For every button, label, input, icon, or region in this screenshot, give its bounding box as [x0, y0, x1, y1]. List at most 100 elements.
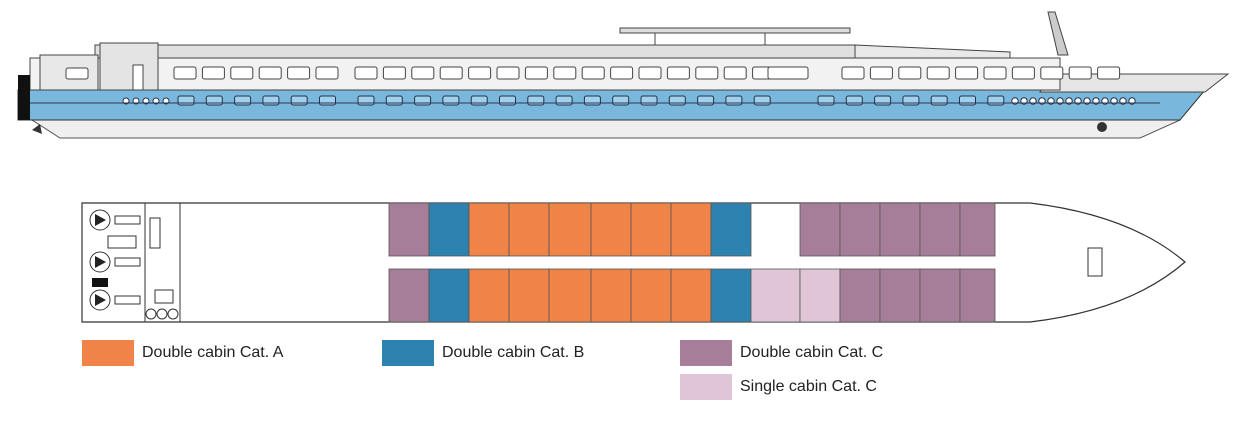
- cabin-window: [612, 95, 630, 106]
- cabin-bottom-1: [388, 268, 430, 323]
- cabin-window: [319, 95, 336, 106]
- deck-plan: [81, 202, 1186, 323]
- cabin-window: [640, 95, 658, 106]
- upper-window: [524, 66, 548, 80]
- cabin-top-14: [919, 202, 961, 257]
- legend-label-double-c: Double cabin Cat. C: [740, 344, 884, 361]
- legend-single-c: Single cabin Cat. C: [680, 374, 877, 400]
- anchor-icon: [1097, 122, 1107, 132]
- spiral-staircase-icon: [1087, 247, 1103, 277]
- upper-window: [411, 66, 435, 80]
- cabin-bottom-15: [959, 268, 996, 323]
- upper-window: [610, 66, 634, 80]
- cabin-window: [930, 95, 948, 106]
- cabin-window: [753, 95, 771, 106]
- upper-window: [581, 66, 605, 80]
- cabin-top-12: [839, 202, 881, 257]
- upper-window: [638, 66, 662, 80]
- side-windows: [173, 66, 1121, 80]
- upper-window: [230, 66, 254, 80]
- legend-swatch-double-c: [680, 340, 732, 366]
- cabin-window: [555, 95, 573, 106]
- upper-window: [287, 66, 311, 80]
- upper-window: [695, 66, 719, 80]
- cabin-window: [234, 95, 252, 106]
- cabin-top-15: [959, 202, 996, 257]
- hull-lower: [30, 119, 1181, 139]
- cabin-bottom-10: [750, 268, 801, 323]
- cabin-top-4: [508, 202, 550, 257]
- cabin-window: [583, 95, 601, 106]
- upper-window: [841, 66, 865, 80]
- cabins: [388, 202, 996, 323]
- cabin-top-7: [630, 202, 672, 257]
- cabin-window: [290, 95, 308, 106]
- upper-window: [955, 66, 979, 80]
- cabin-bottom-14: [919, 268, 961, 323]
- ship-side-view: [17, 11, 1230, 139]
- cabin-window: [987, 95, 1005, 106]
- legend-swatch-single-c: [680, 374, 732, 400]
- cabin-top-11: [799, 202, 841, 257]
- cabin-window: [697, 95, 715, 106]
- cabin-top-13: [879, 202, 921, 257]
- upper-window: [315, 66, 339, 80]
- cabin-bottom-12: [839, 268, 881, 323]
- stern-block: [18, 75, 30, 120]
- cabin-window: [177, 95, 195, 106]
- upper-window: [468, 66, 492, 80]
- cabin-top-8: [670, 202, 712, 257]
- upper-window: [201, 66, 225, 80]
- cabin-window: [205, 95, 223, 106]
- cabin-bottom-8: [670, 268, 712, 323]
- cabin-window: [442, 95, 460, 106]
- legend-double-a: Double cabin Cat. A: [82, 340, 283, 366]
- upper-window: [767, 66, 809, 80]
- upper-window: [1068, 66, 1092, 80]
- cabin-window: [959, 95, 976, 106]
- legend-swatch-double-b: [382, 340, 434, 366]
- cabin-bottom-9: [710, 268, 752, 323]
- hull-blue-band: [17, 89, 1207, 121]
- cabin-window: [817, 95, 835, 106]
- upper-window: [173, 66, 197, 80]
- cabin-top-5: [548, 202, 592, 257]
- cabin-window: [499, 95, 516, 106]
- cabin-window: [385, 95, 403, 106]
- legend-double-b: Double cabin Cat. B: [382, 340, 584, 366]
- upper-window: [354, 66, 378, 80]
- upper-window: [898, 66, 922, 80]
- cabin-bottom-5: [548, 268, 592, 323]
- cabin-bottom-4: [508, 268, 550, 323]
- mast-icon: [1047, 11, 1069, 56]
- upper-window: [666, 66, 690, 80]
- cabin-top-9: [710, 202, 752, 257]
- upper-window: [382, 66, 406, 80]
- upper-window: [439, 66, 463, 80]
- legend-label-double-b: Double cabin Cat. B: [442, 344, 585, 361]
- cabin-window: [845, 95, 863, 106]
- cabin-bottom-3: [468, 268, 510, 323]
- bow-deck: [1039, 73, 1230, 93]
- upper-window: [1011, 66, 1035, 80]
- cabin-top-1: [388, 202, 430, 257]
- upper-window: [258, 66, 282, 80]
- upper-window: [496, 66, 520, 80]
- upper-window: [983, 66, 1007, 80]
- cabin-bottom-13: [879, 268, 921, 323]
- cabin-window: [668, 95, 686, 106]
- legend-label-double-a: Double cabin Cat. A: [142, 344, 284, 361]
- cabin-window: [527, 95, 545, 106]
- wheelhouse-roof: [619, 27, 851, 34]
- cabin-window: [874, 95, 892, 106]
- rudder-icon: [32, 124, 42, 134]
- cabin-window: [414, 95, 432, 106]
- upper-window: [723, 66, 747, 80]
- upper-window: [1040, 66, 1064, 80]
- upper-window: [926, 66, 950, 80]
- legend-double-c: Double cabin Cat. C: [680, 340, 883, 366]
- cabin-top-2: [428, 202, 470, 257]
- sun-deck-rail: [854, 44, 1011, 59]
- cabin-bottom-11: [799, 268, 841, 323]
- cabin-window: [725, 95, 743, 106]
